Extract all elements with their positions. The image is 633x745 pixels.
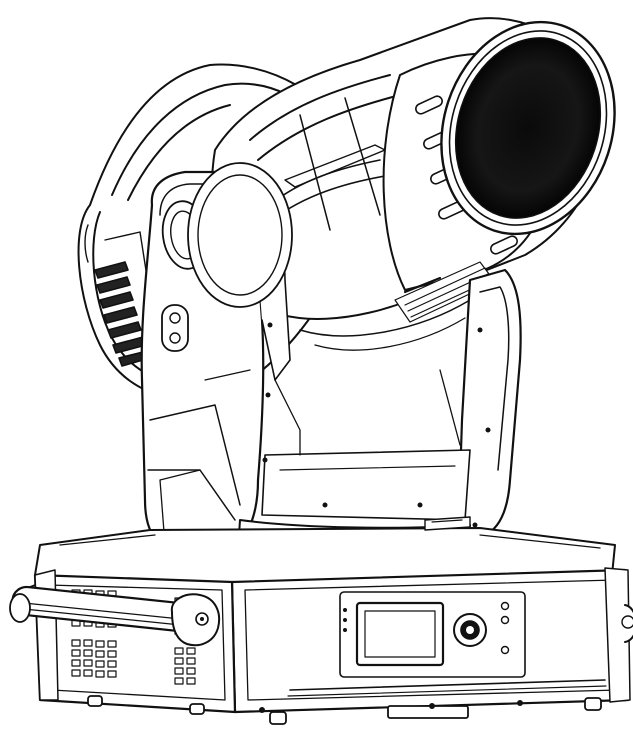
carry-handle — [9, 585, 220, 647]
yoke-screws — [262, 322, 491, 550]
lens — [454, 37, 602, 219]
head-barrel — [210, 17, 616, 351]
control-panel — [339, 591, 526, 678]
base — [9, 516, 633, 725]
base-feet — [87, 695, 602, 725]
